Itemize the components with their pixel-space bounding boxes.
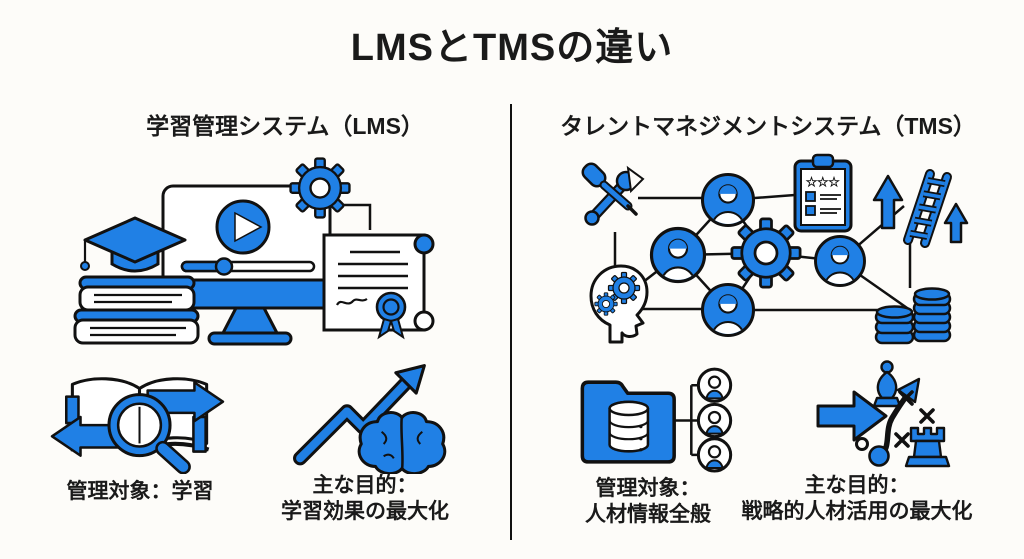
person-node-icon xyxy=(652,229,705,283)
magnifier-icon xyxy=(107,393,191,474)
certificate-icon xyxy=(322,233,435,340)
strategy-path-icon xyxy=(855,377,935,467)
lms-target-caption: 管理対象：学習 xyxy=(30,479,250,505)
folder-database-icon xyxy=(580,380,676,464)
growth-arrow-icon xyxy=(293,364,426,466)
tms-header: タレントマネジメントシステム（TMS） xyxy=(560,113,976,139)
person-node-icon xyxy=(816,237,865,287)
person-item-icon xyxy=(696,402,733,439)
cycle-arrows-icon xyxy=(50,381,225,457)
lms-purpose-caption: 主な目的： 学習効果の最大化 xyxy=(255,473,475,525)
caption-line: 主な目的： xyxy=(312,474,418,497)
person-item-icon xyxy=(696,367,733,403)
vertical-divider xyxy=(510,104,512,540)
brain-icon xyxy=(357,411,447,474)
caption-line: 学習効果の最大化 xyxy=(281,500,449,523)
tools-icon xyxy=(581,162,645,226)
play-button-icon xyxy=(215,199,271,255)
graduation-cap-icon xyxy=(80,216,187,273)
strategy-chess-arrow-icon xyxy=(816,360,951,468)
main-title: LMSとTMSの違い xyxy=(350,27,674,69)
person-node-icon xyxy=(703,285,754,337)
bishop-chess-piece-icon xyxy=(872,360,902,408)
tms-target-caption: 管理対象： 人材情報全般 xyxy=(538,476,758,528)
thinking-head-icon xyxy=(589,264,649,344)
gear-icon xyxy=(289,157,351,219)
person-node-icon xyxy=(703,175,754,227)
person-item-icon xyxy=(696,437,733,473)
clipboard-checklist-icon: ★★★ xyxy=(793,153,853,233)
hierarchy-bracket xyxy=(674,383,699,457)
caption-line: 管理対象： xyxy=(595,477,701,500)
caption-line: 管理対象：学習 xyxy=(66,480,214,503)
lms-illustration xyxy=(73,157,435,346)
folder-database-people-icon xyxy=(580,367,733,473)
big-right-arrow-icon xyxy=(816,390,888,442)
growth-arrow-brain-icon xyxy=(293,364,447,474)
caption-line: 戦略的人材活用の最大化 xyxy=(741,500,973,523)
lms-header: 学習管理システム（LMS） xyxy=(146,113,424,139)
tms-illustration: ★★★ xyxy=(581,153,969,345)
ladder-growth-icon xyxy=(872,169,969,248)
books-icon xyxy=(73,275,200,345)
open-book-magnifier-cycle-icon xyxy=(50,377,225,474)
central-gear-icon xyxy=(730,217,802,289)
rook-chess-piece-icon xyxy=(904,426,951,468)
coins-icon xyxy=(874,287,952,345)
caption-line: 主な目的： xyxy=(804,474,910,497)
tms-purpose-caption: 主な目的： 戦略的人材活用の最大化 xyxy=(737,473,977,525)
clipboard-stars: ★★★ xyxy=(806,175,840,189)
caption-line: 人材情報全般 xyxy=(585,503,711,526)
progress-slider-icon xyxy=(180,257,316,276)
